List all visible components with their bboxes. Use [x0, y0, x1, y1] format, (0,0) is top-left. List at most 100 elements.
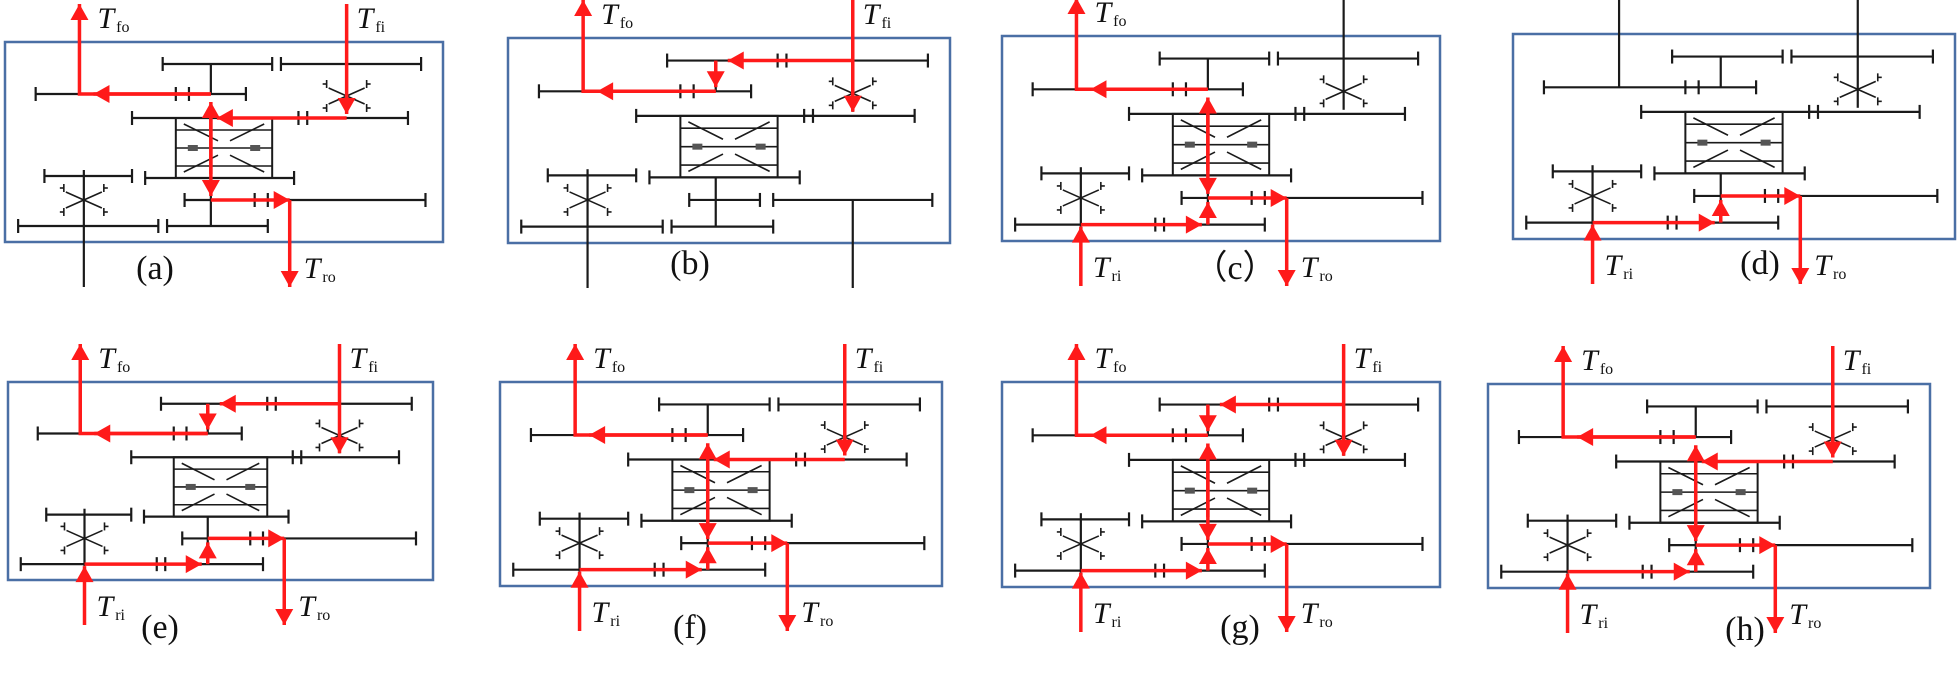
diff-bevel: [226, 493, 260, 512]
diff-bevel: [183, 154, 219, 173]
torque-subscript: ri: [1111, 614, 1122, 631]
diff-bevel: [688, 121, 724, 140]
rear-output-flow: [1277, 543, 1296, 632]
upper-gear-bar: [1671, 49, 1784, 64]
torque-symbol: T: [96, 590, 114, 623]
front-planetary-top-bar: [1790, 49, 1934, 64]
diff-bevel: [226, 462, 260, 481]
upper-gear-bar: [161, 57, 274, 71]
differential-box: [671, 458, 771, 522]
rear-planetary-top-bar: [45, 507, 133, 522]
torque-flows: [70, 4, 356, 287]
flow-arrowhead: [1686, 525, 1705, 542]
torque-subscript: ri: [1111, 268, 1122, 285]
torque-subscript: fo: [1113, 13, 1127, 30]
rear-to-lower-flow: [84, 555, 202, 574]
torque-subscript: ro: [1832, 266, 1847, 283]
torque-symbol: T: [1579, 598, 1597, 631]
flow-arrowhead: [1673, 562, 1690, 581]
flow-arrowhead: [566, 344, 585, 360]
panel-caption: (f): [673, 609, 707, 646]
diff-bevel: [181, 493, 215, 512]
torque-symbol: T: [349, 342, 367, 375]
diff-pinion: [1247, 141, 1258, 148]
front-input-flow: [835, 344, 854, 456]
flow-arrowhead: [574, 0, 593, 16]
diff-bottom-bar: [1141, 514, 1293, 529]
flow-arrowhead: [1686, 445, 1705, 462]
torque-subscript: ri: [1623, 266, 1634, 283]
diff-bevel: [1180, 497, 1216, 517]
gearbox-schematic: [1000, 344, 1442, 632]
diff-to-rear-flow: [1686, 453, 1705, 542]
torque-symbol: T: [1092, 597, 1110, 630]
diff-bevel: [680, 496, 716, 516]
diff-pinion: [1735, 489, 1746, 496]
gearbox-schematic: [1486, 346, 1932, 633]
diff-pinion: [245, 483, 256, 490]
torque-subscript: ri: [610, 613, 621, 630]
rear-output-gear-bar: [1263, 190, 1424, 205]
diff-pinion: [755, 143, 766, 150]
diff-bevel: [229, 154, 265, 173]
flow-arrowhead: [1784, 186, 1801, 205]
flow-arrowhead: [1583, 224, 1602, 241]
rear-output-gear-bar: [1263, 536, 1424, 551]
rear-to-lower-flow: [579, 560, 702, 579]
upper-to-output-flow: [706, 60, 725, 88]
lower-gear-bar-long: [670, 219, 775, 234]
flow-arrowhead: [330, 437, 349, 454]
flow-arrowhead: [1198, 548, 1217, 565]
rear-input-flow: [1558, 573, 1577, 633]
rear-output-flow: [1766, 545, 1785, 633]
flow-arrowhead: [706, 71, 725, 88]
gear-train: [1000, 380, 1442, 589]
gear-train: [3, 40, 445, 287]
torque-flows: [1554, 346, 1842, 633]
flow-arrowhead: [698, 523, 717, 540]
gear-train: [1486, 382, 1932, 590]
gear-train: [6, 380, 435, 582]
flow-arrowhead: [1270, 534, 1287, 553]
torque-symbol: T: [801, 596, 818, 629]
torque-flows: [1067, 344, 1353, 632]
flow-arrowhead: [771, 534, 788, 553]
torque-symbol: T: [303, 252, 321, 285]
rear-planetary-top-bar: [538, 511, 630, 526]
rear-to-lower-flow: [1567, 562, 1690, 581]
torque-subscript: ro: [819, 613, 834, 630]
diff-to-rear-flow: [201, 110, 220, 196]
rear-transfer-flow: [1720, 186, 1801, 205]
flow-arrowhead: [280, 271, 299, 287]
housing-frame: [498, 380, 944, 588]
rear-input-flow: [1583, 224, 1602, 284]
flow-arrowhead: [1067, 344, 1086, 360]
flow-arrowhead: [589, 426, 606, 445]
diff-bevel: [1739, 149, 1775, 169]
diff-bevel: [1693, 149, 1729, 169]
diff-top-bar: [130, 450, 303, 465]
diff-pinion: [1697, 139, 1708, 146]
flow-arrowhead: [1198, 415, 1217, 432]
diff-to-rear-flow: [698, 451, 717, 540]
differential-box: [1171, 112, 1271, 177]
flow-arrowhead: [1198, 97, 1217, 114]
diff-top-bar: [1640, 104, 1820, 119]
flow-arrowhead: [273, 191, 290, 209]
housing-frame: [1511, 32, 1957, 241]
torque-subscript: fo: [619, 15, 634, 32]
torque-subscript: ro: [1319, 614, 1333, 631]
diff-bevel: [1714, 466, 1750, 486]
front-input-flow: [843, 0, 862, 112]
